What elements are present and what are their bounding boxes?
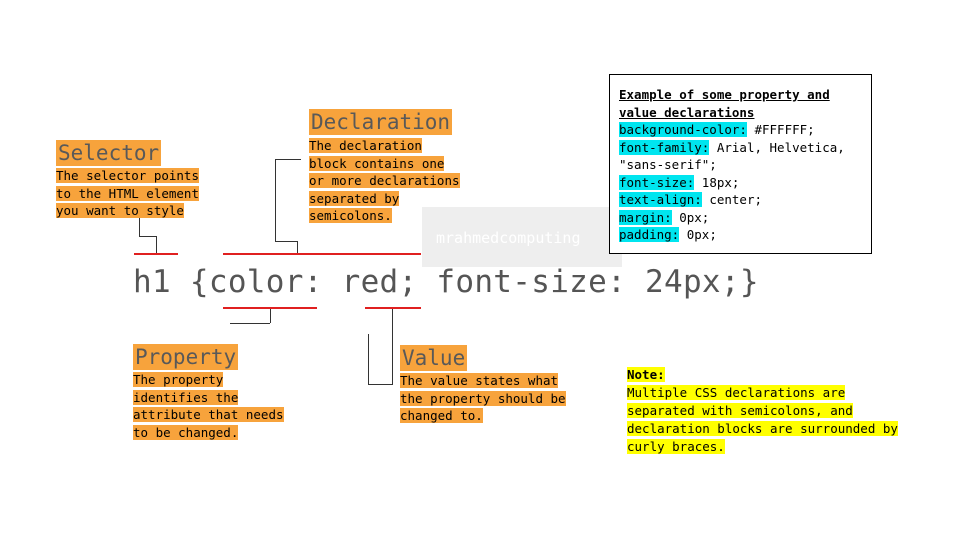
selector-underline — [134, 253, 178, 255]
property-description: The property identifies the attribute th… — [133, 371, 284, 441]
value-connector — [368, 384, 393, 385]
watermark-box — [422, 207, 622, 267]
value-description: The value states what the property shoul… — [400, 372, 566, 425]
property-connector — [270, 309, 271, 323]
value-desc-line: The value states what — [400, 373, 559, 388]
declaration-desc-line: or more declarations — [309, 173, 460, 188]
example-declaration: font-family: Arial, Helvetica, — [619, 139, 862, 157]
selector-label: Selector — [56, 140, 162, 166]
example-value: 0px; — [679, 227, 717, 242]
selector-description: The selector points to the HTML element … — [56, 167, 199, 220]
example-property: background-color: — [619, 122, 747, 137]
declaration-connector — [297, 241, 298, 254]
value-title: Value — [400, 345, 468, 371]
example-value: 0px; — [671, 209, 710, 225]
value-desc-line: changed to. — [400, 408, 483, 423]
value-label: Value — [400, 345, 468, 371]
css-code-line: h1 {color: red; font-size: 24px;} — [133, 264, 759, 300]
note-line: separated with semicolons, and — [627, 403, 853, 418]
selector-desc-line: The selector points — [56, 168, 199, 183]
example-property: font-family: — [619, 139, 710, 155]
selector-connector — [156, 236, 157, 254]
example-title: value declarations — [619, 104, 755, 120]
declaration-desc-line: The declaration — [309, 138, 422, 153]
example-property: text-align: — [619, 192, 702, 207]
selector-desc-line: you want to style — [56, 203, 184, 218]
example-declaration: font-size: 18px; — [619, 174, 862, 192]
declaration-title: Declaration — [309, 109, 453, 135]
declaration-connector — [275, 159, 301, 160]
property-title: Property — [133, 344, 239, 370]
note-line: declaration blocks are surrounded by — [627, 421, 898, 436]
example-declaration: "sans-serif"; — [619, 156, 862, 174]
example-value: center; — [701, 192, 763, 207]
declaration-connector — [275, 159, 276, 241]
property-underline — [223, 307, 317, 309]
example-value: #FFFFFF; — [746, 122, 815, 137]
example-title: Example of some property and — [619, 87, 830, 102]
value-desc-line: the property should be — [400, 390, 566, 406]
selector-desc-line: to the HTML element — [56, 185, 199, 201]
property-desc-line: attribute that needs — [133, 407, 284, 422]
property-desc-line: The property — [133, 372, 224, 387]
example-declarations-box: Example of some property and value decla… — [609, 74, 872, 254]
declaration-connector — [275, 241, 297, 242]
value-connector — [368, 334, 369, 384]
property-desc-line: to be changed. — [133, 424, 239, 440]
property-desc-line: identifies the — [133, 389, 239, 405]
declaration-description: The declaration block contains one or mo… — [309, 137, 460, 225]
selector-title: Selector — [56, 140, 162, 166]
example-declaration: text-align: center; — [619, 191, 862, 209]
note-box: Note: Multiple CSS declarations are sepa… — [627, 366, 927, 456]
example-value: 18px; — [694, 174, 740, 190]
property-connector — [230, 323, 270, 324]
example-property: font-size: — [619, 174, 695, 190]
note-label: Note: — [627, 367, 665, 382]
example-property: margin: — [619, 209, 672, 225]
declaration-desc-line: block contains one — [309, 155, 445, 171]
property-label: Property — [133, 344, 239, 370]
example-value: "sans-serif"; — [619, 157, 717, 172]
example-declaration: background-color: #FFFFFF; — [619, 121, 862, 139]
example-declaration: margin: 0px; — [619, 209, 862, 227]
example-value: Arial, Helvetica, — [709, 139, 845, 155]
value-underline — [365, 307, 421, 309]
declaration-underline — [223, 253, 421, 255]
example-declaration: padding: 0px; — [619, 226, 862, 244]
example-property: padding: — [619, 227, 680, 242]
note-line: Multiple CSS declarations are — [627, 385, 846, 400]
selector-connector — [139, 236, 156, 237]
declaration-label: Declaration — [309, 109, 453, 135]
declaration-desc-line: separated by — [309, 190, 400, 206]
note-line: curly braces. — [627, 439, 725, 454]
watermark-text: mrahmedcomputing — [436, 229, 581, 247]
value-connector — [392, 309, 393, 384]
selector-connector — [139, 218, 140, 236]
declaration-desc-line: semicolons. — [309, 208, 392, 223]
